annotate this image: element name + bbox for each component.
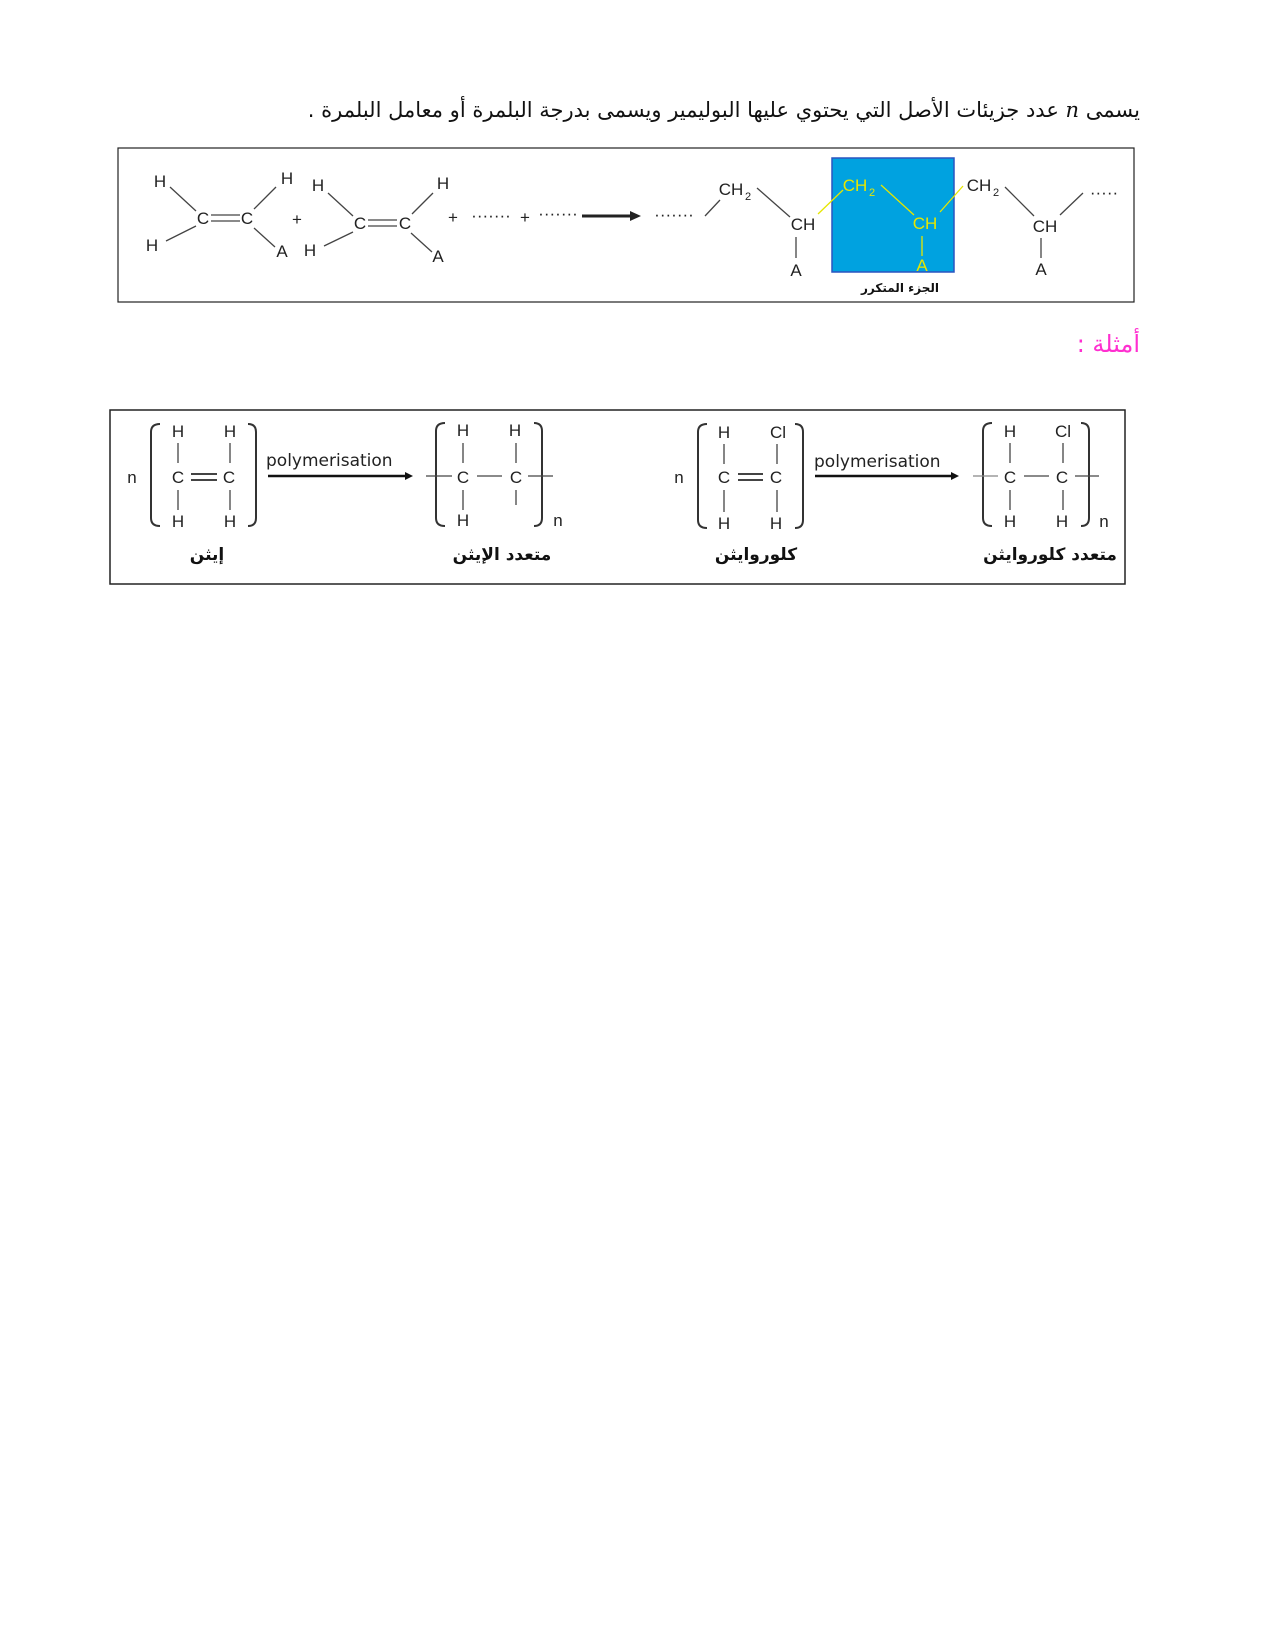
chem-label: ······· (654, 205, 694, 224)
chem-label: n (127, 468, 136, 487)
chem-label: H (304, 241, 316, 260)
chem-label: C (510, 468, 522, 487)
chem-label: + (448, 208, 458, 227)
chem-label: H (146, 236, 158, 255)
chem-label: H (172, 422, 184, 441)
chem-label: H (1004, 422, 1016, 441)
label-chloroethene: كلوروايثن (715, 545, 797, 565)
chem-label: CH (719, 180, 744, 199)
chem-label: H (457, 511, 469, 530)
chem-label: H (770, 514, 782, 533)
chem-label: polymerisation (266, 451, 393, 471)
chem-label: H (172, 512, 184, 531)
chem-label: ······· (471, 206, 511, 225)
chem-label: ······· (538, 204, 578, 223)
chem-label: H (154, 172, 166, 191)
label-polyethene: متعدد الإيثن (453, 545, 552, 565)
chem-label: A (276, 242, 288, 261)
diagram1-frame (117, 147, 1135, 303)
repeat-unit-highlight (831, 157, 955, 273)
chem-label: C (197, 209, 209, 228)
chem-label: H (437, 174, 449, 193)
polymerization-general-diagram: H H C C H A + H H C C H A + ······· + ··… (117, 147, 1135, 303)
chem-label: C (399, 214, 411, 233)
intro-text-1: يسمى (1085, 98, 1140, 122)
label-ethene: إيثن (190, 545, 224, 565)
chem-label: CH (791, 215, 816, 234)
chem-label: C (1004, 468, 1016, 487)
chem-label: C (1056, 468, 1068, 487)
label-polychloroethene: متعدد كلوروايثن (983, 545, 1117, 565)
chem-label: Cl (770, 423, 786, 442)
chem-label: H (312, 176, 324, 195)
intro-variable-n: n (1065, 98, 1080, 122)
chem-label: C (241, 209, 253, 228)
repeat-unit-label: الجزء المتكرر (860, 281, 939, 295)
chem-label: C (718, 468, 730, 487)
polymerization-examples-diagram: n H H C C H H polymerisation H H C C H n n H C… (109, 409, 1126, 585)
chem-label: CH (967, 176, 992, 195)
chem-label: H (457, 421, 469, 440)
intro-paragraph: يسمى n عدد جزيئات الأصل التي يحتوي عليها… (308, 98, 1140, 122)
chem-label: ····· (1090, 183, 1118, 202)
chem-label: CH (913, 214, 938, 233)
chem-label: Cl (1055, 422, 1071, 441)
chem-label: CH (843, 176, 868, 195)
chem-label: n (674, 468, 683, 487)
chem-label: H (718, 514, 730, 533)
chem-label: H (224, 512, 236, 531)
chem-label: C (172, 468, 184, 487)
chem-label: H (718, 423, 730, 442)
chem-label: A (790, 261, 802, 280)
chem-label: H (509, 421, 521, 440)
intro-text-2: عدد جزيئات الأصل التي يحتوي عليها البولي… (307, 98, 1059, 122)
chem-label: A (1035, 260, 1047, 279)
chem-label: CH (1033, 217, 1058, 236)
chem-label: H (1056, 512, 1068, 531)
chem-label: polymerisation (814, 452, 941, 472)
chem-label: C (223, 468, 235, 487)
chem-label: C (770, 468, 782, 487)
chem-label: C (457, 468, 469, 487)
chem-label: H (281, 169, 293, 188)
chem-label: C (354, 214, 366, 233)
diagram2-frame (109, 409, 1126, 585)
chem-label: 2 (869, 187, 875, 199)
chem-label: n (1099, 512, 1108, 531)
examples-heading: أمثلة : (1076, 330, 1140, 358)
chem-label: + (520, 208, 530, 227)
chem-label: H (224, 422, 236, 441)
chem-label: 2 (993, 187, 999, 199)
chem-label: 2 (745, 191, 751, 203)
chem-label: A (432, 247, 444, 266)
chem-label: A (916, 256, 928, 275)
chem-label: + (292, 210, 302, 229)
chem-label: n (553, 511, 562, 530)
chem-label: H (1004, 512, 1016, 531)
